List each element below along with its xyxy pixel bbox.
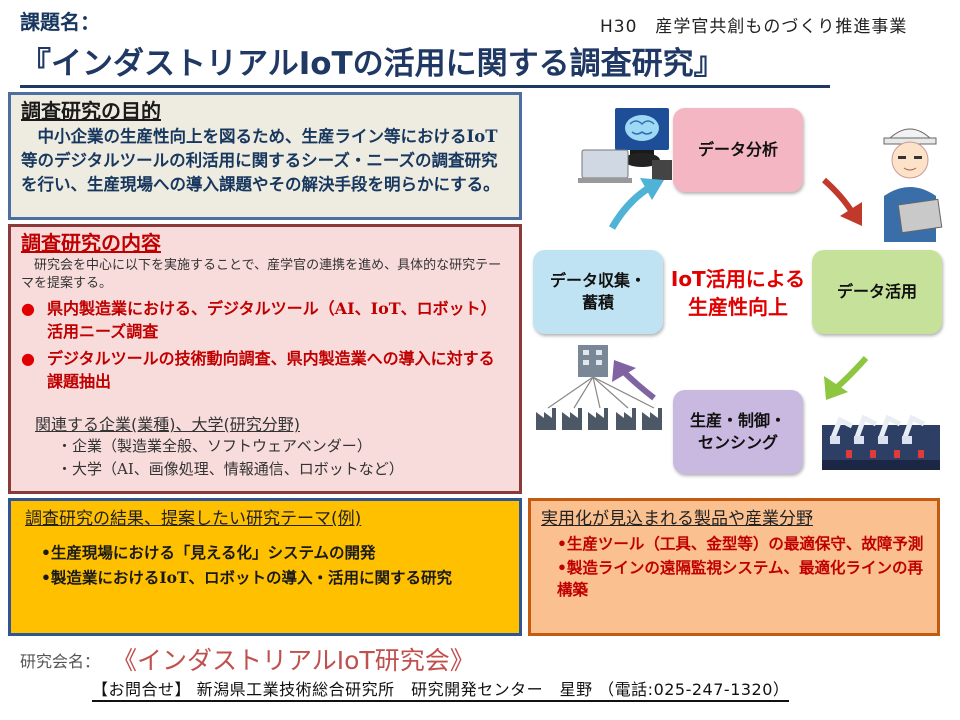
- content-bullet: ● 県内製造業における、デジタルツール（AI、IoT、ロボット）活用ニーズ調査: [21, 297, 509, 343]
- node-data-use: データ活用: [812, 250, 942, 334]
- node-data-collection-line2: 蓄積: [581, 293, 614, 312]
- center-line1: IoT活用による: [670, 267, 806, 291]
- purpose-section: 調査研究の目的 中小企業の生産性向上を図るため、生産ライン等におけるIoT等のデ…: [8, 92, 522, 220]
- related-item: ・大学（AI、画像処理、情報通信、ロボットなど）: [57, 460, 404, 478]
- applications-section: 実用化が見込まれる製品や産業分野 •生産ツール（工具、金型等）の最適保守、故障予…: [528, 498, 940, 636]
- study-group-name: 《インダストリアルIoT研究会》: [112, 646, 475, 675]
- worker-tablet-icon: [883, 128, 943, 242]
- contact-info: 【お問合せ】 新潟県工業技術総合研究所 研究開発センター 星野 （電話:025-…: [92, 676, 790, 702]
- node-data-use-label: データ活用: [836, 282, 917, 301]
- content-section: 調査研究の内容 研究会を中心に以下を実施することで、産学官の連携を進め、具体的な…: [8, 224, 522, 494]
- applications-item: •生産ツール（工具、金型等）の最適保守、故障予測: [557, 534, 924, 553]
- content-title: 調査研究の内容: [21, 231, 161, 255]
- content-intro: 研究会を中心に以下を実施することで、産学官の連携を進め、具体的な研究テーマを提案…: [21, 258, 502, 291]
- purpose-title: 調査研究の目的: [21, 99, 161, 123]
- node-data-collection: データ収集・ 蓄積: [533, 250, 663, 334]
- page-title: 『インダストリアルIoTの活用に関する調査研究』: [20, 38, 830, 88]
- node-production-control-line2: センシング: [697, 433, 778, 452]
- bullet-icon: ●: [21, 299, 35, 318]
- title-label: 課題名：: [20, 10, 100, 34]
- program-name: H30 産学官共創ものづくり推進事業: [600, 17, 908, 37]
- results-section: 調査研究の結果、提案したい研究テーマ(例) •生産現場における「見える化」システ…: [8, 498, 522, 636]
- results-title: 調査研究の結果、提案したい研究テーマ(例): [25, 509, 362, 529]
- applications-title: 実用化が見込まれる製品や産業分野: [541, 509, 813, 529]
- ai-analysis-icon: [578, 108, 672, 183]
- results-item: •製造業におけるIoT、ロボットの導入・活用に関する研究: [41, 568, 453, 587]
- purpose-body: 中小企業の生産性向上を図るため、生産ライン等におけるIoT等のデジタルツールの利…: [21, 127, 500, 194]
- node-data-analysis: データ分析: [673, 108, 803, 192]
- node-data-collection-line1: データ収集・: [549, 271, 646, 290]
- related-title: 関連する企業(業種)、大学(研究分野): [35, 415, 300, 434]
- center-line2: 生産性向上: [688, 295, 788, 319]
- node-production-control-line1: 生産・制御・: [689, 411, 786, 430]
- node-production-control: 生産・制御・ センシング: [673, 390, 803, 474]
- robot-line-icon: [822, 414, 940, 470]
- arrow-collect-to-analysis: [608, 178, 664, 230]
- factory-icon: [536, 345, 662, 430]
- content-bullet: ● デジタルツールの技術動向調査、県内製造業への導入に対する課題抽出: [21, 347, 509, 393]
- related-item: ・企業（製造業全般、ソフトウェアベンダー）: [57, 437, 372, 455]
- bullet-icon: ●: [21, 349, 35, 368]
- node-data-analysis-label: データ分析: [697, 140, 778, 159]
- applications-item: •製造ラインの遠隔監視システム、最適化ラインの再構築: [557, 558, 923, 599]
- arrow-use-to-control: [824, 355, 869, 400]
- diagram-center-label: IoT活用による 生産性向上: [664, 265, 812, 321]
- results-item: •生産現場における「見える化」システムの開発: [41, 543, 376, 562]
- arrow-control-to-collect: [612, 360, 656, 401]
- content-bullet-text: 県内製造業における、デジタルツール（AI、IoT、ロボット）活用ニーズ調査: [47, 299, 497, 341]
- arrow-analysis-to-use: [822, 177, 862, 226]
- content-bullet-text: デジタルツールの技術動向調査、県内製造業への導入に対する課題抽出: [47, 349, 495, 391]
- study-group-label: 研究会名：: [20, 652, 101, 671]
